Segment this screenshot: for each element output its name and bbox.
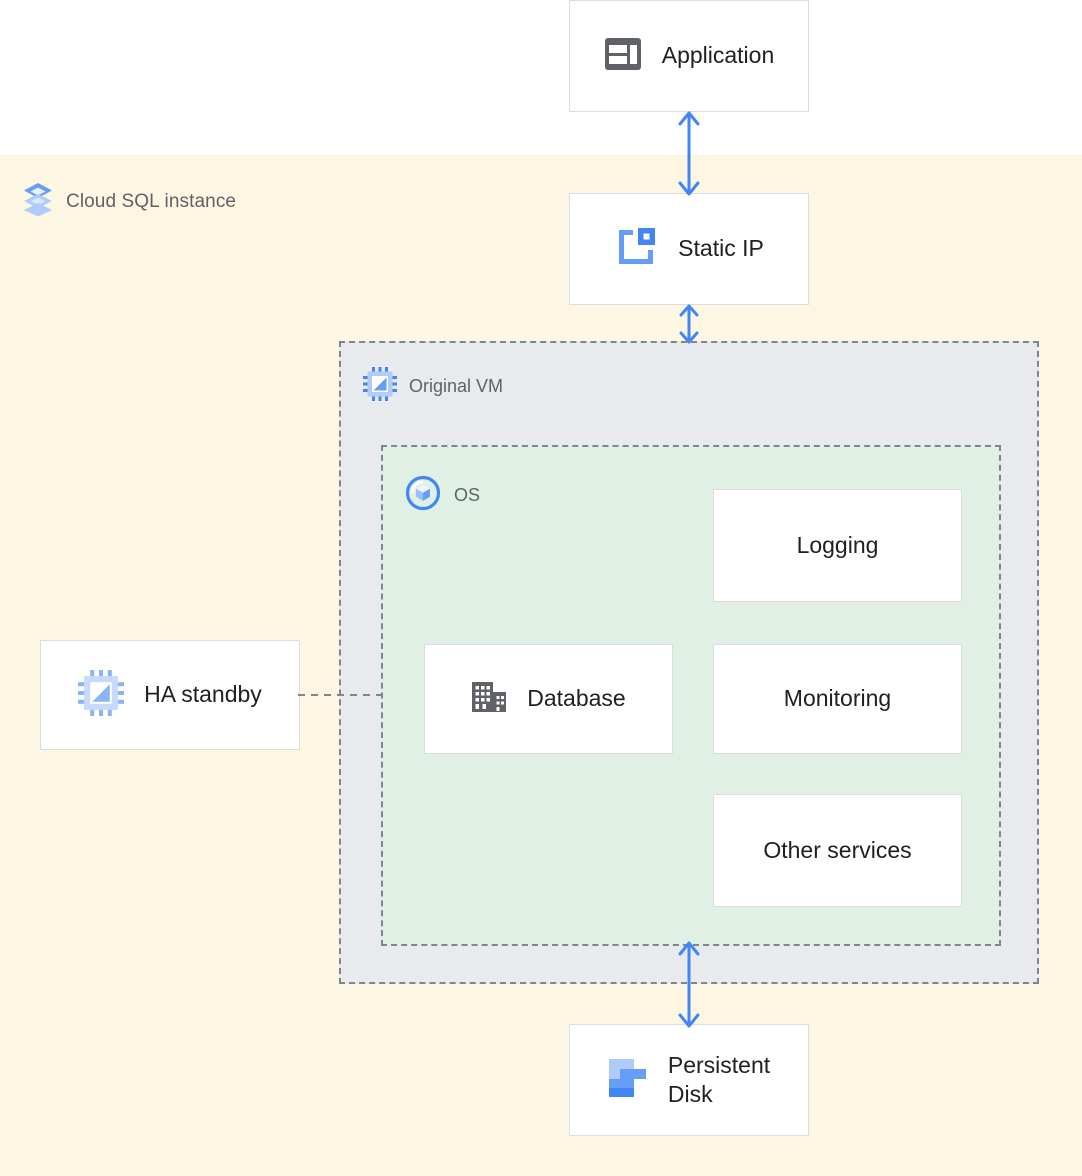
- region-os: OS: [381, 445, 1001, 946]
- node-label-other-services: Other services: [763, 836, 912, 863]
- region-label-text-os: OS: [454, 485, 481, 505]
- os-circle-cube-icon: [405, 475, 441, 516]
- cpu-chip-icon: [78, 669, 125, 721]
- cpu-chip-icon: [363, 367, 397, 406]
- region-original-vm: Original VM OS: [339, 341, 1039, 984]
- node-monitoring[interactable]: Monitoring: [713, 644, 962, 754]
- node-persistent-disk[interactable]: Persistent Disk: [569, 1024, 809, 1136]
- node-label-persistent-disk: Persistent Disk: [667, 1051, 771, 1107]
- region-label-original-vm: Original VM: [363, 367, 503, 406]
- region-label-cloud-sql: Cloud SQL instance: [22, 182, 236, 221]
- connector-static-ip-to-vm: [659, 303, 719, 345]
- region-label-text-original-vm: Original VM: [409, 376, 504, 396]
- database-building-icon: [471, 680, 507, 719]
- region-label-text-cloud-sql: Cloud SQL instance: [66, 190, 237, 212]
- node-application[interactable]: Application: [569, 0, 809, 112]
- static-ip-square-icon: [614, 225, 658, 274]
- node-ha-standby[interactable]: HA standby: [40, 640, 300, 750]
- node-static-ip[interactable]: Static IP: [569, 193, 809, 305]
- persistent-disk-icon: [608, 1057, 648, 1104]
- node-database[interactable]: Database: [424, 644, 673, 754]
- node-logging[interactable]: Logging: [713, 489, 962, 602]
- application-window-icon: [604, 37, 642, 76]
- node-label-static-ip: Static IP: [678, 235, 764, 262]
- node-other-services[interactable]: Other services: [713, 794, 962, 907]
- region-cloud-sql-instance: Cloud SQL instance: [0, 155, 1082, 1176]
- node-label-application: Application: [661, 42, 775, 69]
- node-label-ha-standby: HA standby: [144, 681, 262, 708]
- node-label-database: Database: [527, 685, 626, 712]
- region-label-os: OS: [405, 475, 480, 516]
- node-label-monitoring: Monitoring: [783, 685, 892, 712]
- cloud-sql-layers-icon: [22, 182, 54, 221]
- node-label-logging: Logging: [796, 531, 879, 558]
